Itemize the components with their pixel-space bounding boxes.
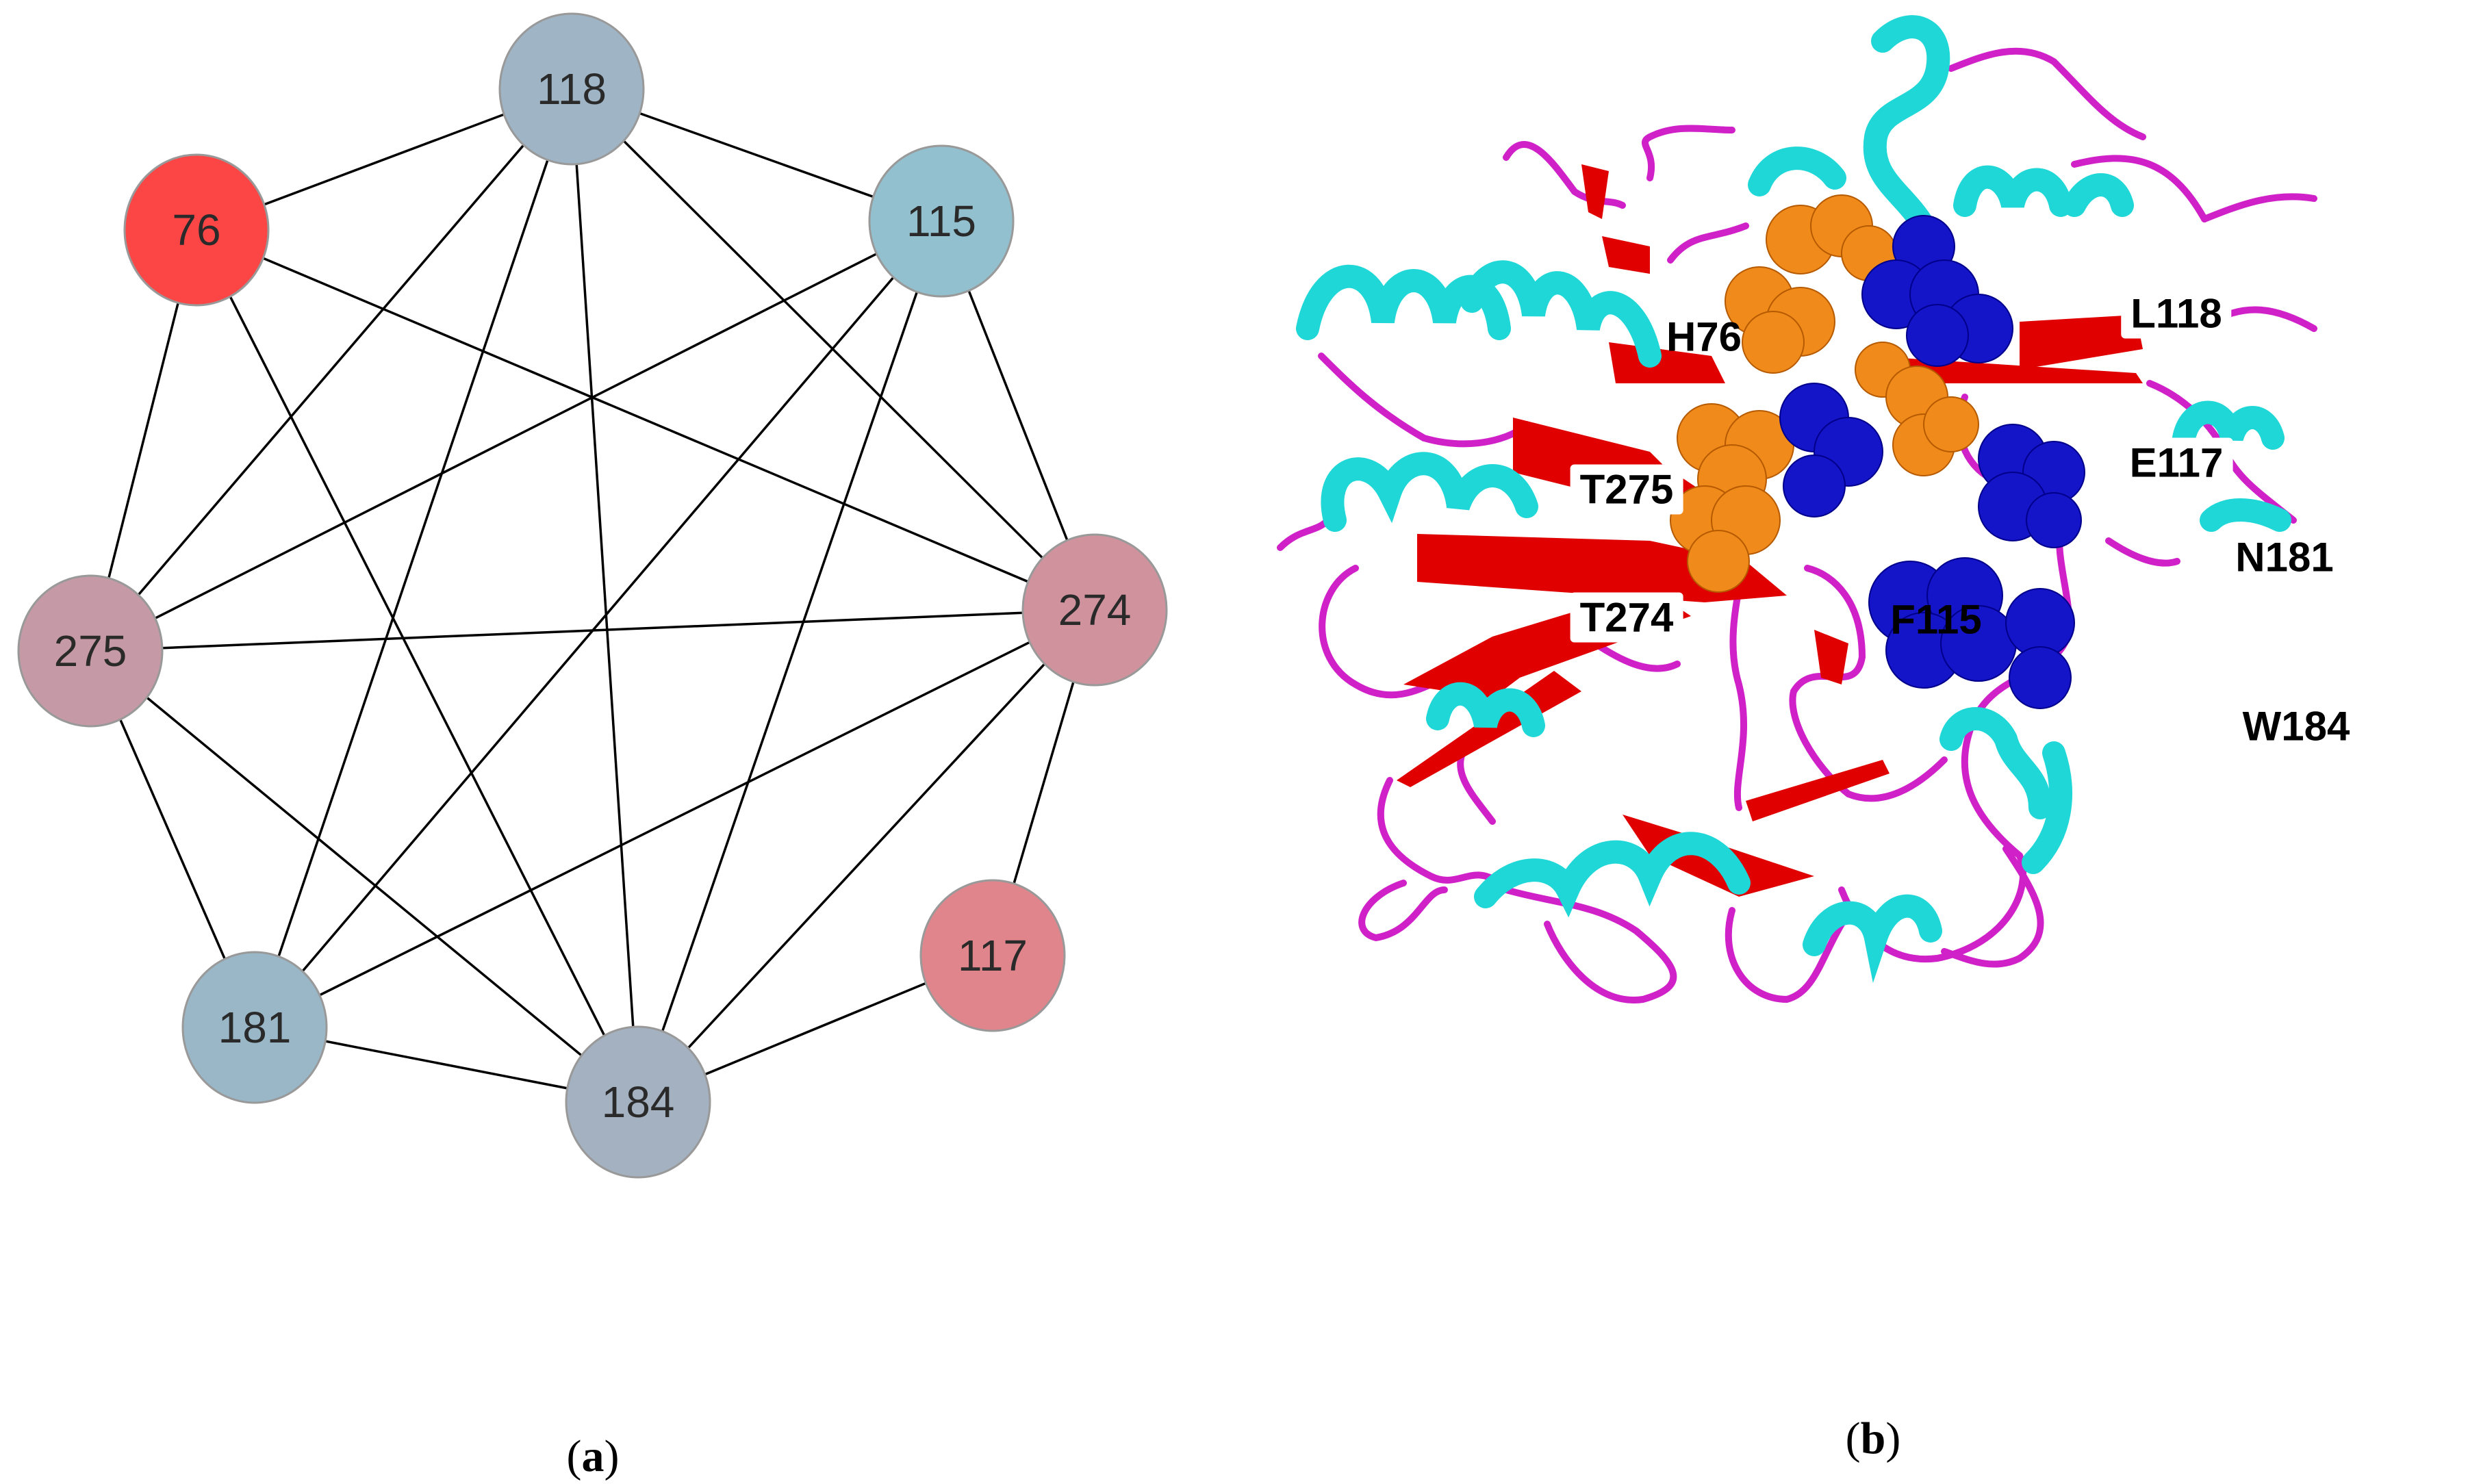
interaction-network-graph: 118 76 115 275 274 181 184 117 <box>17 12 1168 1179</box>
residue-label-w184: W184 <box>2242 703 2350 750</box>
loop-coils <box>1277 47 2317 1003</box>
node-label: 274 <box>1058 585 1132 635</box>
panel-b-caption: (b) <box>1845 1413 1901 1463</box>
edge-118-275 <box>89 88 573 652</box>
node-label: 115 <box>906 196 976 246</box>
edge-115-181 <box>253 220 943 1029</box>
node-label: 118 <box>537 64 607 114</box>
node-label: 76 <box>172 205 220 255</box>
orange-residue-spheres <box>1670 194 1979 593</box>
node-274: 274 <box>1021 533 1168 687</box>
edge-274-181 <box>254 609 1095 1029</box>
node-label: 275 <box>54 626 127 676</box>
alpha-helices <box>1296 15 2291 983</box>
panel-a-caption: (a) <box>566 1431 620 1481</box>
edge-115-184 <box>637 220 943 1103</box>
edge-76-274 <box>196 229 1095 611</box>
edge-118-181 <box>253 88 573 1028</box>
edge-118-184 <box>570 88 639 1103</box>
edge-275-184 <box>89 650 639 1103</box>
residue-label-l118: L118 <box>2121 288 2232 339</box>
residue-label-f115: F115 <box>1890 596 1982 643</box>
residue-label-t275: T275 <box>1570 464 1683 515</box>
node-181: 181 <box>181 951 328 1104</box>
protein-structure-cartoon <box>1277 15 2317 1003</box>
residue-label-h76: H76 <box>1666 314 1742 360</box>
node-76: 76 <box>123 153 270 307</box>
node-115: 115 <box>868 144 1015 298</box>
edge-274-184 <box>637 609 1096 1103</box>
residue-label-t274: T274 <box>1570 592 1683 643</box>
edge-115-275 <box>90 220 942 652</box>
edge-76-184 <box>195 229 639 1103</box>
node-275: 275 <box>17 574 164 728</box>
node-label: 117 <box>958 931 1028 980</box>
node-117: 117 <box>919 879 1066 1032</box>
node-label: 184 <box>602 1077 675 1127</box>
node-118: 118 <box>498 12 645 166</box>
residue-label-e117: E117 <box>2120 437 2233 488</box>
node-184: 184 <box>565 1025 711 1179</box>
blue-residue-spheres <box>1779 215 2085 709</box>
edge-275-274 <box>90 609 1095 652</box>
node-label: 181 <box>218 1003 292 1052</box>
residue-label-n181: N181 <box>2235 534 2334 580</box>
